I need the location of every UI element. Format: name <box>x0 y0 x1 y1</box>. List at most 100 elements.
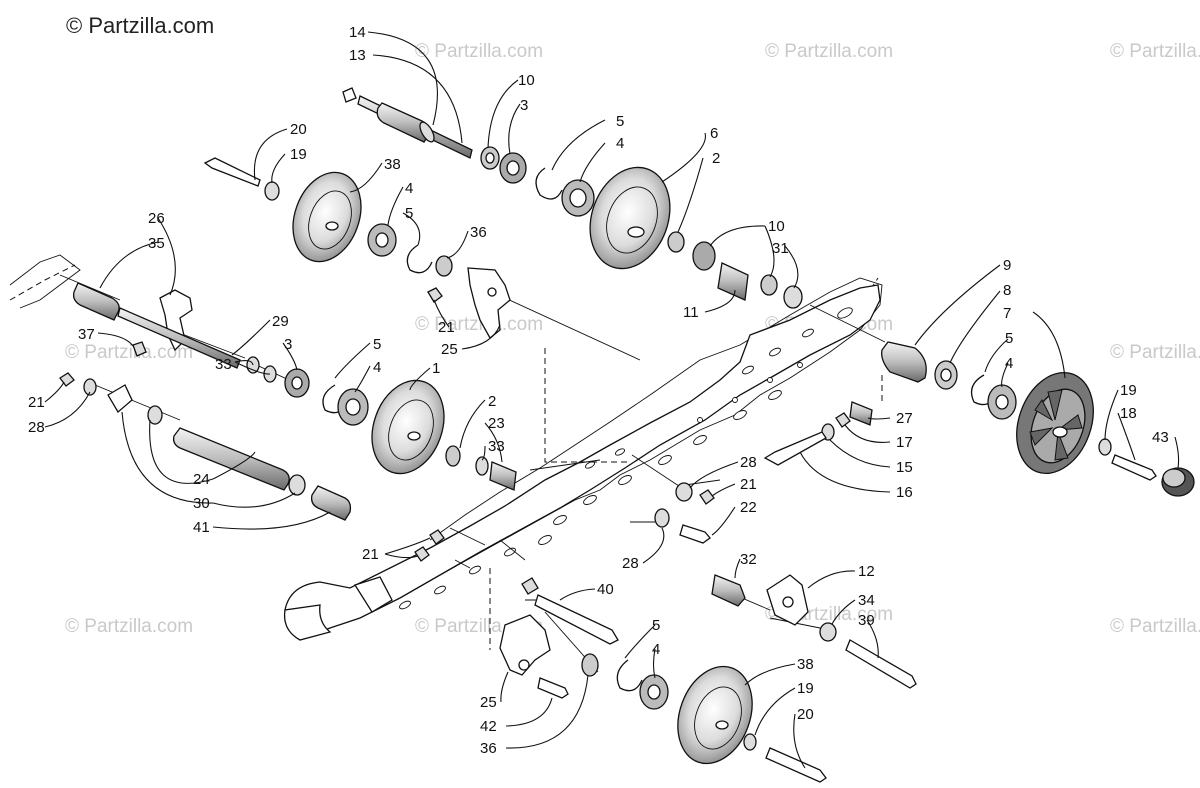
bolt-18 <box>1111 454 1157 481</box>
callout-4: 4 <box>652 641 660 658</box>
spacer-23 <box>489 461 517 491</box>
idler-wheel-1 <box>371 379 445 475</box>
callout-23: 23 <box>488 415 505 432</box>
slide-rail-frame <box>9 254 883 641</box>
callout-32: 32 <box>740 551 757 568</box>
callout-5: 5 <box>405 205 413 222</box>
watermark-faint: © Partzilla.com <box>765 41 893 62</box>
mount-25 <box>467 267 511 339</box>
nut-21 <box>699 489 715 505</box>
mount-25 <box>499 614 551 676</box>
callout-22: 22 <box>740 499 757 516</box>
leader-lines <box>44 31 1180 769</box>
spacer-9 <box>881 341 927 383</box>
snap-ring-5 <box>406 244 433 274</box>
washer-28 <box>654 508 670 528</box>
watermark-faint: © Partzilla.com <box>415 41 543 62</box>
callout-43: 43 <box>1152 429 1169 446</box>
watermark-main: © Partzilla.com <box>66 13 214 38</box>
idler-wheel-38 <box>292 171 362 263</box>
callout-20: 20 <box>797 706 814 723</box>
callout-20: 20 <box>290 121 307 138</box>
callout-36: 36 <box>470 224 487 241</box>
bolt-22 <box>679 524 711 544</box>
callout-28: 28 <box>28 419 45 436</box>
tube-41 <box>310 485 352 521</box>
spacer-10 <box>692 241 716 271</box>
bolt-39 <box>845 639 917 689</box>
callout-10: 10 <box>518 72 535 89</box>
callout-17: 17 <box>896 434 913 451</box>
tube-24 <box>172 427 290 491</box>
callout-4: 4 <box>1005 355 1013 372</box>
callout-36: 36 <box>480 740 497 757</box>
faint-watermarks: © Partzilla.com © Partzilla.com © Partzi… <box>65 41 1200 637</box>
callout-33: 33 <box>488 438 505 455</box>
callout-10: 10 <box>768 218 785 235</box>
watermark-faint: © Partzilla.com <box>65 342 193 363</box>
watermark-faint: © Partzilla.com <box>1110 41 1200 62</box>
shaft-35 <box>72 282 120 321</box>
callout-28: 28 <box>740 454 757 471</box>
callout-4: 4 <box>616 135 624 152</box>
washer-33 <box>475 456 489 476</box>
callout-5: 5 <box>652 617 660 634</box>
snap-ring-5 <box>616 659 643 692</box>
callout-1: 1 <box>432 360 440 377</box>
bolt-42 <box>537 677 569 699</box>
idler-wheel-38 <box>677 665 753 765</box>
callout-11: 11 <box>683 304 699 321</box>
callout-4: 4 <box>373 359 381 376</box>
watermark-faint: © Partzilla.com <box>415 314 543 335</box>
callout-7: 7 <box>1003 305 1011 322</box>
callout-37: 37 <box>78 326 95 343</box>
nut-21 <box>414 546 430 562</box>
washer-28 <box>83 378 97 396</box>
nut-21 <box>427 287 443 303</box>
callout-5: 5 <box>373 336 381 353</box>
nut-21 <box>59 372 75 387</box>
washer-36 <box>581 653 599 677</box>
callout-6: 6 <box>710 125 718 142</box>
callout-18: 18 <box>1120 405 1137 422</box>
callout-21: 21 <box>740 476 757 493</box>
callout-14: 14 <box>349 24 366 41</box>
washer-2 <box>445 445 461 467</box>
callout-19: 19 <box>290 146 307 163</box>
callout-38: 38 <box>797 656 814 673</box>
spacer-32 <box>711 574 746 607</box>
callout-21: 21 <box>362 546 379 563</box>
parts <box>59 87 1195 783</box>
callout-21: 21 <box>438 319 455 336</box>
washer-30 <box>147 405 163 425</box>
callout-3: 3 <box>284 336 292 353</box>
callout-8: 8 <box>1003 282 1011 299</box>
callout-19: 19 <box>1120 382 1137 399</box>
callout-2: 2 <box>712 150 720 167</box>
washer-2 <box>667 231 685 253</box>
callout-27: 27 <box>896 410 913 427</box>
fitting-37 <box>132 341 147 357</box>
callout-38: 38 <box>384 156 401 173</box>
callout-4: 4 <box>405 180 413 197</box>
slider-clip <box>107 384 133 413</box>
callout-29: 29 <box>272 313 289 330</box>
callout-31: 31 <box>772 240 789 257</box>
callout-5: 5 <box>616 113 624 130</box>
shaft-29 <box>117 307 241 369</box>
callout-26: 26 <box>148 210 165 227</box>
callout-9: 9 <box>1003 257 1011 274</box>
callout-40: 40 <box>597 581 614 598</box>
callout-12: 12 <box>858 563 875 580</box>
callout-2: 2 <box>488 393 496 410</box>
idler-wheel-7 <box>1016 371 1094 475</box>
callout-16: 16 <box>896 484 913 501</box>
callout-41: 41 <box>193 519 210 536</box>
bolt-20 <box>203 157 261 187</box>
nut-17 <box>835 412 851 428</box>
callout-13: 13 <box>349 47 366 64</box>
washer-34 <box>819 622 837 642</box>
watermark-faint: © Partzilla.com <box>1110 616 1200 637</box>
